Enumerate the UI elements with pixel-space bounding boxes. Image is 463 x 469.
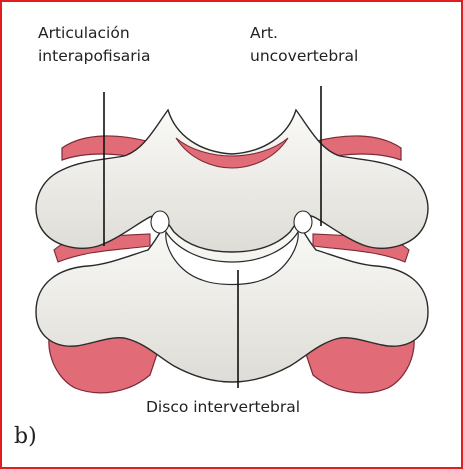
- label-disco-intervertebral: Disco intervertebral: [146, 396, 300, 418]
- label-uncovertebral-line2: uncovertebral: [250, 45, 358, 67]
- label-articulacion-line1: Articulación: [38, 22, 130, 44]
- label-articulacion-line2: interapofisaria: [38, 45, 150, 67]
- right-foramen: [294, 211, 312, 233]
- left-foramen: [151, 211, 169, 233]
- panel-letter: b): [14, 424, 37, 449]
- label-uncovertebral-line1: Art.: [250, 22, 278, 44]
- upper-vertebra: [36, 110, 428, 252]
